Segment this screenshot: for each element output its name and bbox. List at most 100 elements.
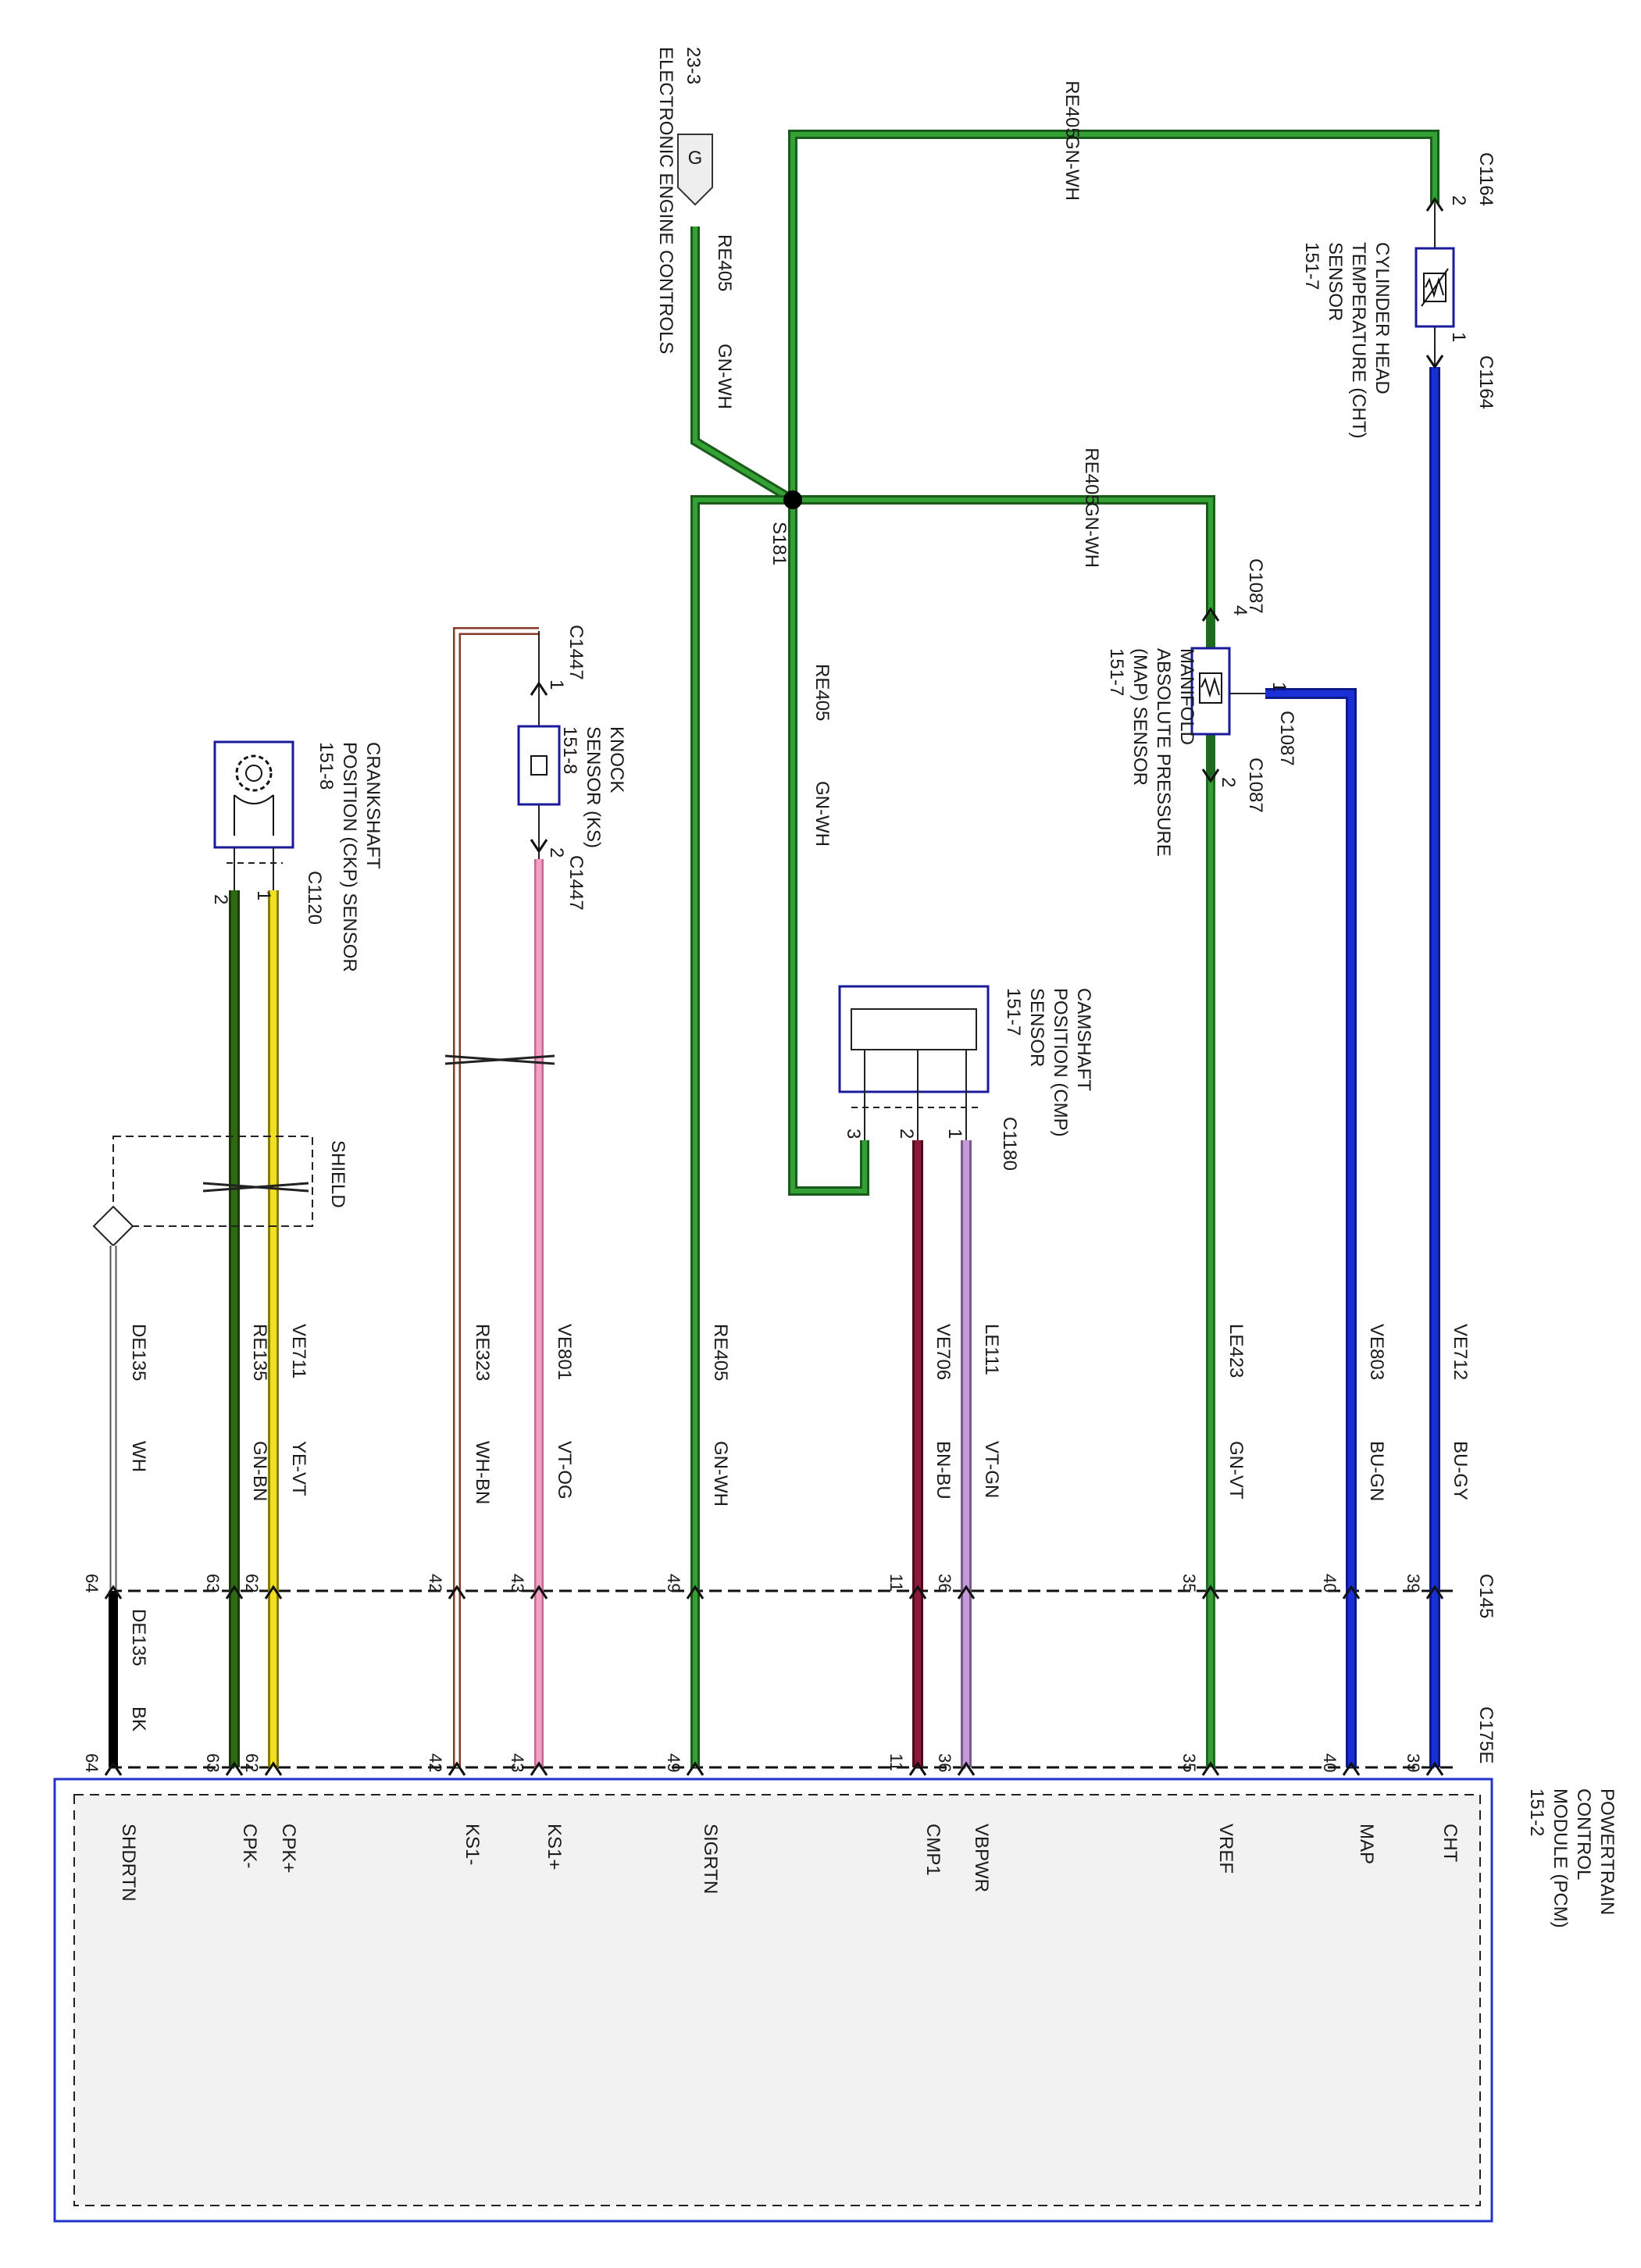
- wire-shield-bottom-circuit: DE135: [128, 1609, 149, 1666]
- wire-color-label: BU-GY: [1450, 1441, 1471, 1500]
- reference-connector-label: G: [688, 148, 703, 169]
- cmp-sensor-element: [851, 1008, 977, 1050]
- reference-page-number: 23-3: [683, 47, 704, 84]
- map-pin-side: 1: [1268, 682, 1290, 692]
- cmp-pin: 2: [896, 1129, 917, 1139]
- map-connector-top: C1087: [1245, 558, 1266, 614]
- ckp-twist-symbol: [202, 1182, 309, 1193]
- ks-label-line: 151-8: [559, 726, 580, 774]
- c145-pin-label: 42: [426, 1574, 445, 1592]
- wire-circuit-label: DE135: [128, 1324, 149, 1381]
- wire-cmp-feed-color: GN-WH: [812, 781, 833, 847]
- cht-pin-bottom: 1: [1448, 332, 1469, 342]
- wire-circuit-label: VE706: [933, 1324, 954, 1380]
- wire-circuit-label: VE801: [554, 1324, 575, 1380]
- pcm-signal-label: CPK-: [239, 1824, 260, 1868]
- map-label-line: ABSOLUTE PRESSURE: [1153, 648, 1174, 857]
- wire-top-color: GN-WH: [1061, 135, 1083, 201]
- pcm-pin-label: 11: [886, 1753, 906, 1771]
- wire-color-label: BU-GN: [1366, 1441, 1387, 1501]
- pcm-pin-label: 62: [242, 1753, 262, 1772]
- ckp-connector: C1120: [304, 871, 325, 925]
- c145-pin-label: 36: [935, 1574, 954, 1592]
- pcm-signal-label: MAP: [1356, 1824, 1377, 1864]
- pcm-label-line: MODULE (PCM): [1550, 1788, 1571, 1928]
- splice-label: S181: [769, 522, 790, 565]
- shield-box: [112, 1136, 313, 1227]
- ckp-gear-icon: [235, 754, 273, 792]
- wire-color-label: GN-WH: [710, 1441, 731, 1507]
- c145-pin-label: 49: [664, 1574, 683, 1592]
- cht-label-line: SENSOR: [1325, 242, 1346, 321]
- map-label-line: (MAP) SENSOR: [1129, 648, 1150, 786]
- wire-color-label: YE-VT: [288, 1441, 309, 1496]
- wire-color-label: VT-OG: [554, 1441, 575, 1500]
- cmp-label-line: 151-7: [1003, 988, 1024, 1036]
- wire-map-feed-circuit: RE405: [1081, 448, 1102, 505]
- wire-color-label: WH-BN: [472, 1441, 493, 1504]
- ks-twist-symbol: [444, 1054, 555, 1065]
- wire-ref-color: GN-WH: [714, 344, 735, 409]
- wire-ref-circuit: RE405: [714, 234, 735, 291]
- pcm-pin-label: 64: [82, 1753, 102, 1772]
- ckp-sensor-box: [213, 740, 294, 849]
- pcm-pin-label: 63: [203, 1753, 223, 1772]
- wire-circuit-label: LE111: [981, 1324, 1002, 1375]
- pcm-pin-label: 36: [935, 1753, 954, 1772]
- ks-label-line: KNOCK: [606, 726, 627, 793]
- ckp-label-line: CRANKSHAFT: [362, 742, 383, 869]
- wire-color-label: BN-BU: [933, 1441, 954, 1500]
- wire-color-label: GN-VT: [1225, 1441, 1247, 1500]
- pcm-signal-label: SHDRTN: [118, 1824, 139, 1902]
- cht-label-line: 151-7: [1301, 242, 1322, 290]
- pcm-signal-label: VREF: [1215, 1824, 1236, 1874]
- c145-pin-label: 64: [82, 1574, 102, 1592]
- c145-pin-label: 39: [1404, 1574, 1423, 1592]
- map-connector-side: C1087: [1276, 711, 1297, 766]
- cht-connector-top: C1164: [1475, 152, 1497, 206]
- wire-map-feed-color: GN-WH: [1081, 502, 1102, 568]
- wire-circuit-label: VE803: [1366, 1324, 1387, 1380]
- connector-c145-label: C145: [1475, 1574, 1497, 1618]
- splice-s181: [783, 490, 802, 509]
- map-label-line: MANIFOLD: [1176, 648, 1197, 745]
- wire-circuit-label: VE711: [288, 1324, 309, 1378]
- cmp-label-line: CAMSHAFT: [1073, 988, 1094, 1091]
- ks-pin-top: 1: [546, 679, 567, 690]
- pcm-signal-label: SIGRTN: [700, 1824, 721, 1894]
- wire-color-label: VT-GN: [981, 1441, 1002, 1498]
- pcm-pin-label: 43: [508, 1753, 527, 1772]
- ckp-pin-1: 1: [253, 890, 274, 900]
- c145-pin-label: 40: [1320, 1574, 1340, 1592]
- wire-circuit-label: LE423: [1225, 1324, 1247, 1378]
- ks-piezo-icon: [530, 755, 548, 776]
- connector-c175e-label: C175E: [1475, 1706, 1497, 1763]
- pcm-signal-label: CHT: [1439, 1824, 1461, 1863]
- pcm-signal-label: KS1-: [462, 1824, 483, 1865]
- map-wires: [1206, 613, 1357, 1767]
- c145-pin-label: 63: [203, 1574, 223, 1592]
- cmp-label-line: POSITION (CMP): [1050, 988, 1071, 1137]
- c145-pin-label: 11: [886, 1574, 906, 1592]
- ckp-label-line: POSITION (CKP) SENSOR: [339, 742, 360, 972]
- connector-arrows: [104, 197, 1444, 1776]
- cmp-wires: [912, 1140, 972, 1767]
- ckp-label-line: 151-8: [316, 742, 337, 790]
- ks-sensor-box: [517, 725, 561, 806]
- cht-label-line: TEMPERATURE (CHT): [1348, 242, 1369, 439]
- pcm-signal-label: VBPWR: [971, 1824, 992, 1892]
- cht-thermistor-icon: [1423, 273, 1447, 302]
- pcm-pin-label: 35: [1179, 1753, 1199, 1772]
- re405-network: [690, 130, 1439, 1767]
- cht-label-line: CYLINDER HEAD: [1372, 242, 1393, 394]
- map-label-line: 151-7: [1106, 648, 1127, 696]
- cmp-connector: C1180: [999, 1117, 1020, 1171]
- wire-cmp-feed-circuit: RE405: [812, 664, 833, 721]
- wire-circuit-label: RE135: [249, 1324, 270, 1381]
- pcm-signal-label: KS1+: [544, 1824, 565, 1870]
- wire-shield-bottom-color: BK: [128, 1706, 149, 1731]
- pcm-signal-label: CPK+: [278, 1824, 299, 1873]
- pcm-signal-label: CMP1: [922, 1824, 944, 1876]
- shield-drain-diamond: [92, 1205, 134, 1247]
- cmp-pin: 3: [843, 1129, 864, 1139]
